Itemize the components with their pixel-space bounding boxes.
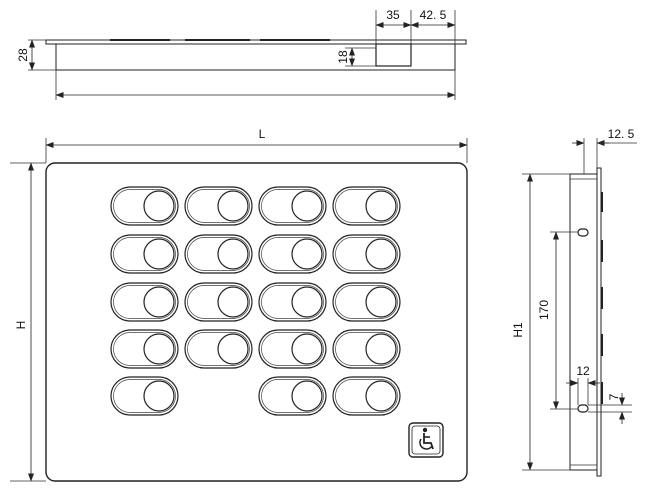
call-button <box>110 234 179 274</box>
dim-label-42-5: 42. 5 <box>420 8 447 22</box>
button-cap <box>217 286 249 318</box>
button-inner-rim <box>335 237 398 271</box>
button-cap <box>217 333 249 365</box>
call-button <box>110 282 179 322</box>
call-button <box>258 186 327 226</box>
call-button <box>258 234 327 274</box>
button-cap <box>291 190 323 222</box>
call-button <box>332 186 401 226</box>
button-inner-rim <box>335 189 398 223</box>
call-button <box>258 329 327 369</box>
button-cap <box>143 333 175 365</box>
call-button <box>258 376 327 416</box>
button-inner-rim <box>335 285 398 319</box>
button-inner-rim <box>187 237 250 271</box>
button-cap <box>291 380 323 412</box>
button-cap <box>143 380 175 412</box>
button-cap <box>217 190 249 222</box>
mounting-hole-bottom <box>577 404 589 413</box>
call-button <box>184 329 253 369</box>
call-button <box>332 329 401 369</box>
dim-label-35: 35 <box>386 8 400 22</box>
wheelchair-icon <box>408 422 444 458</box>
call-button <box>184 282 253 322</box>
button-cap <box>143 238 175 270</box>
call-button <box>184 234 253 274</box>
side-body <box>569 173 598 471</box>
button-cap <box>365 238 397 270</box>
button-cap <box>365 333 397 365</box>
dim-label-170: 170 <box>537 300 551 320</box>
button-cap <box>365 286 397 318</box>
button-inner-rim <box>261 332 324 366</box>
button-cap <box>365 380 397 412</box>
top-window <box>375 43 412 67</box>
top-body <box>55 43 456 71</box>
call-button <box>184 186 253 226</box>
button-grid <box>110 186 401 416</box>
button-cap <box>143 286 175 318</box>
call-button <box>332 376 401 416</box>
dim-label-H: H <box>14 321 28 330</box>
button-inner-rim <box>187 285 250 319</box>
button-inner-rim <box>187 332 250 366</box>
call-button <box>110 186 179 226</box>
dim-label-7: 7 <box>607 393 621 400</box>
side-view: 12. 5 H1 170 12 7 <box>511 127 637 477</box>
side-flange <box>596 167 602 477</box>
button-inner-rim <box>335 332 398 366</box>
button-cap <box>365 190 397 222</box>
side-button-profiles <box>601 192 603 404</box>
call-button <box>258 282 327 322</box>
button-cap <box>143 190 175 222</box>
dim-label-12-5: 12. 5 <box>608 127 635 141</box>
button-cap <box>291 333 323 365</box>
call-button <box>332 282 401 322</box>
button-inner-rim <box>113 285 176 319</box>
button-inner-rim <box>187 189 250 223</box>
call-button <box>110 329 179 369</box>
call-button <box>332 234 401 274</box>
dim-label-12: 12 <box>576 364 590 378</box>
button-cap <box>291 286 323 318</box>
button-inner-rim <box>113 379 176 413</box>
button-inner-rim <box>113 237 176 271</box>
button-inner-rim <box>335 379 398 413</box>
front-view: L H <box>10 127 468 482</box>
dim-label-28: 28 <box>16 48 30 62</box>
button-cap <box>217 238 249 270</box>
dim-label-18: 18 <box>336 50 350 64</box>
dim-label-L: L <box>259 127 266 141</box>
button-inner-rim <box>261 189 324 223</box>
front-panel <box>45 162 468 482</box>
button-inner-rim <box>261 379 324 413</box>
mounting-hole-top <box>577 228 589 237</box>
button-inner-rim <box>261 237 324 271</box>
dim-label-H1: H1 <box>511 322 525 338</box>
button-inner-rim <box>113 189 176 223</box>
button-inner-rim <box>113 332 176 366</box>
button-inner-rim <box>261 285 324 319</box>
button-cap <box>291 238 323 270</box>
call-button <box>110 376 179 416</box>
top-view: 28 18 35 42. 5 <box>16 8 467 100</box>
